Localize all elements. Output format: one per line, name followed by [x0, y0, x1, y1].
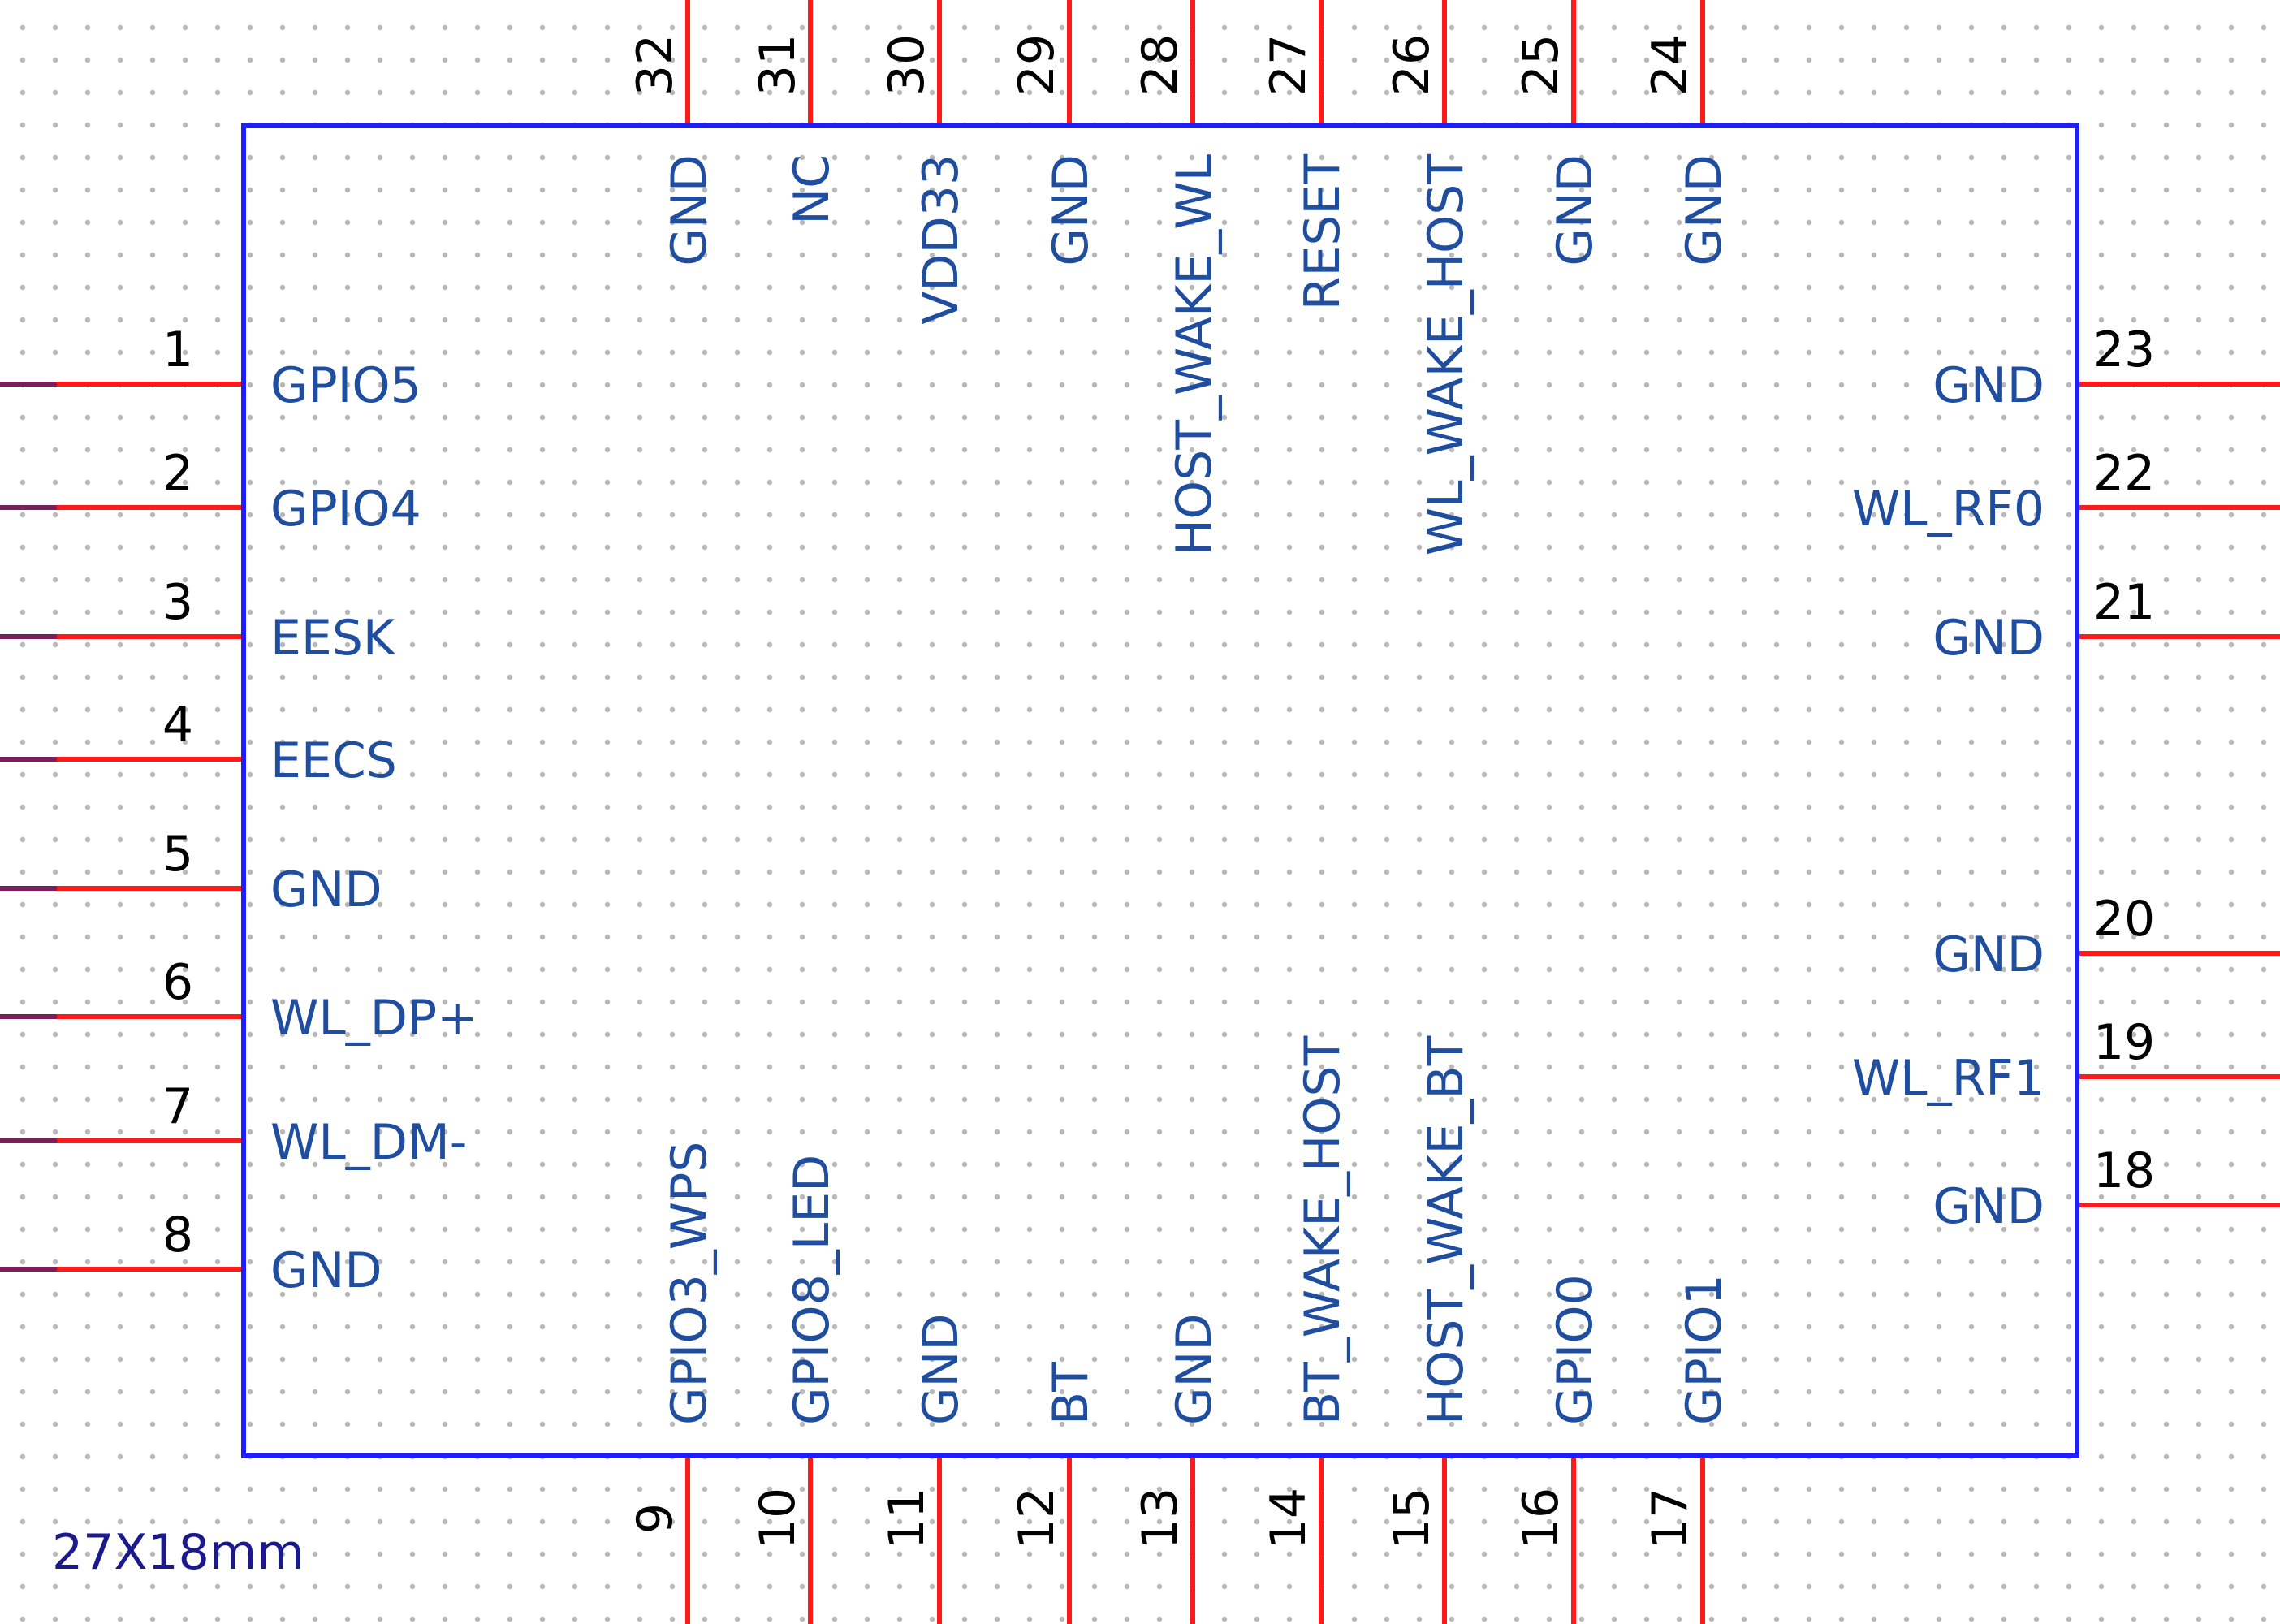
pin-label: GND	[1932, 357, 2045, 414]
pin-label: WL_RF0	[1852, 481, 2045, 538]
component-body[interactable]	[241, 123, 2079, 1458]
pin-label: GND	[270, 1242, 382, 1299]
pin-number: 18	[2093, 1142, 2155, 1199]
pin-label: WL_DM-	[270, 1114, 467, 1171]
pin-label: NC	[784, 154, 840, 225]
pin-number: 20	[2093, 891, 2155, 948]
pin-label: GPIO5	[270, 357, 421, 414]
pin-label: WL_WAKE_HOST	[1418, 154, 1475, 556]
pin-number: 9	[627, 1503, 684, 1534]
pin-number: 11	[879, 1488, 935, 1549]
pin-number: 31	[749, 34, 806, 96]
pin-label: GND	[661, 154, 718, 266]
pin-label: RESET	[1294, 154, 1351, 311]
pin-number: 1	[162, 322, 193, 378]
pin-number: 27	[1260, 34, 1317, 96]
pin-number: 2	[162, 445, 193, 502]
pin-number: 28	[1132, 34, 1189, 96]
pin-label: WL_RF1	[1852, 1050, 2045, 1107]
pin-label: EECS	[270, 732, 397, 789]
pin-label: BT	[1043, 1362, 1099, 1425]
pin-label: GPIO0	[1547, 1274, 1604, 1425]
pin-number: 30	[879, 34, 935, 96]
pin-number: 24	[1642, 34, 1699, 96]
pin-number: 8	[162, 1207, 193, 1263]
pin-label: HOST_WAKE_WL	[1166, 153, 1223, 555]
pin-label: VDD33	[913, 154, 969, 325]
pin-number: 6	[162, 954, 193, 1011]
pin-number: 7	[162, 1078, 193, 1135]
pin-number: 22	[2093, 445, 2155, 502]
pin-label: GND	[1932, 1178, 2045, 1235]
pin-label: GPIO3_WPS	[661, 1142, 718, 1425]
size-note: 27X18mm	[52, 1524, 304, 1581]
pin-label: GND	[913, 1313, 969, 1425]
pin-label: BT_WAKE_HOST	[1294, 1035, 1351, 1425]
pin-number: 29	[1008, 34, 1065, 96]
pin-label: GND	[1166, 1313, 1223, 1425]
pin-number: 14	[1260, 1488, 1317, 1549]
pin-number: 5	[162, 826, 193, 883]
pin-number: 21	[2093, 574, 2155, 631]
pin-number: 32	[627, 34, 684, 96]
pin-label: GND	[1547, 154, 1604, 266]
pin-label: GPIO8_LED	[784, 1155, 840, 1425]
pin-label: HOST_WAKE_BT	[1418, 1035, 1475, 1425]
pin-number: 16	[1513, 1488, 1570, 1549]
pin-label: GND	[1676, 154, 1733, 266]
pin-label: GND	[270, 862, 382, 918]
pin-number: 12	[1008, 1488, 1065, 1549]
pin-number: 4	[162, 697, 193, 754]
pin-number: 26	[1384, 34, 1440, 96]
pin-label: GND	[1932, 610, 2045, 667]
pin-number: 17	[1642, 1488, 1699, 1549]
pin-number: 13	[1132, 1488, 1189, 1549]
pin-number: 15	[1384, 1488, 1440, 1549]
pin-number: 10	[749, 1488, 806, 1549]
pin-label: WL_DP+	[270, 990, 477, 1047]
pin-label: GPIO4	[270, 481, 421, 538]
pin-label: GND	[1932, 926, 2045, 983]
pin-number: 3	[162, 574, 193, 631]
pin-label: GPIO1	[1676, 1274, 1733, 1425]
pin-number: 23	[2093, 322, 2155, 378]
pin-number: 25	[1513, 34, 1570, 96]
pin-label: GND	[1043, 154, 1099, 266]
pin-label: EESK	[270, 610, 396, 667]
pin-number: 19	[2093, 1014, 2155, 1071]
